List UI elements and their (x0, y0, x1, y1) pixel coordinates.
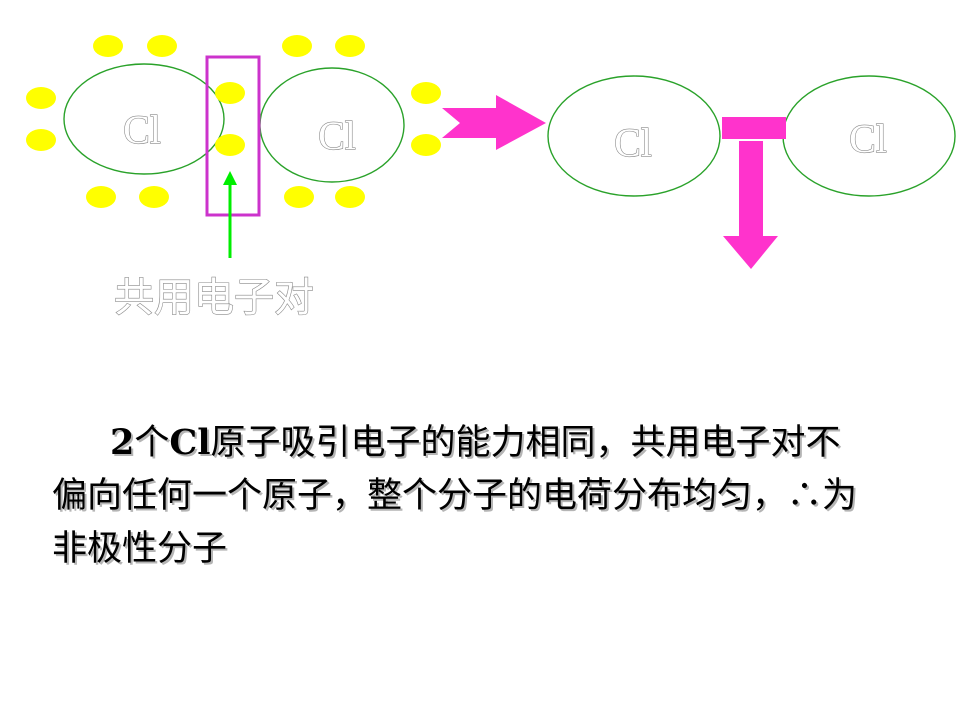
right-atom-1 (547, 75, 721, 197)
shared-pair-box (205, 55, 261, 217)
electron (215, 82, 245, 104)
electron (411, 82, 441, 104)
down-arrow (723, 141, 778, 269)
electron (335, 35, 365, 57)
right-atom-2-label: Cl (849, 116, 887, 161)
left-atom-1-label: Cl (123, 107, 161, 152)
electron (215, 134, 245, 156)
shared-pair-caption: 共用电子对 (114, 275, 314, 321)
electron (26, 129, 56, 151)
shared-electron-pair (215, 82, 245, 156)
electron (147, 35, 177, 57)
explanation-text: 2个Cl原子吸引电子的能力相同，共用电子对不偏向任何一个原子，整个分子的电荷分布… (52, 422, 858, 569)
electron (282, 35, 312, 57)
electron (335, 186, 365, 208)
left-atom-2-label: Cl (318, 113, 356, 158)
electron (284, 186, 314, 208)
lone-pair-electrons (26, 35, 441, 208)
electron (26, 87, 56, 109)
electron (139, 186, 169, 208)
right-arrow (442, 95, 546, 150)
right-atom-1-label: Cl (614, 120, 652, 165)
electron (411, 134, 441, 156)
electron (86, 186, 116, 208)
pointer-arrow-head (223, 171, 237, 185)
left-atom-1 (63, 63, 225, 175)
electron (93, 35, 123, 57)
bond-bar (722, 117, 786, 139)
